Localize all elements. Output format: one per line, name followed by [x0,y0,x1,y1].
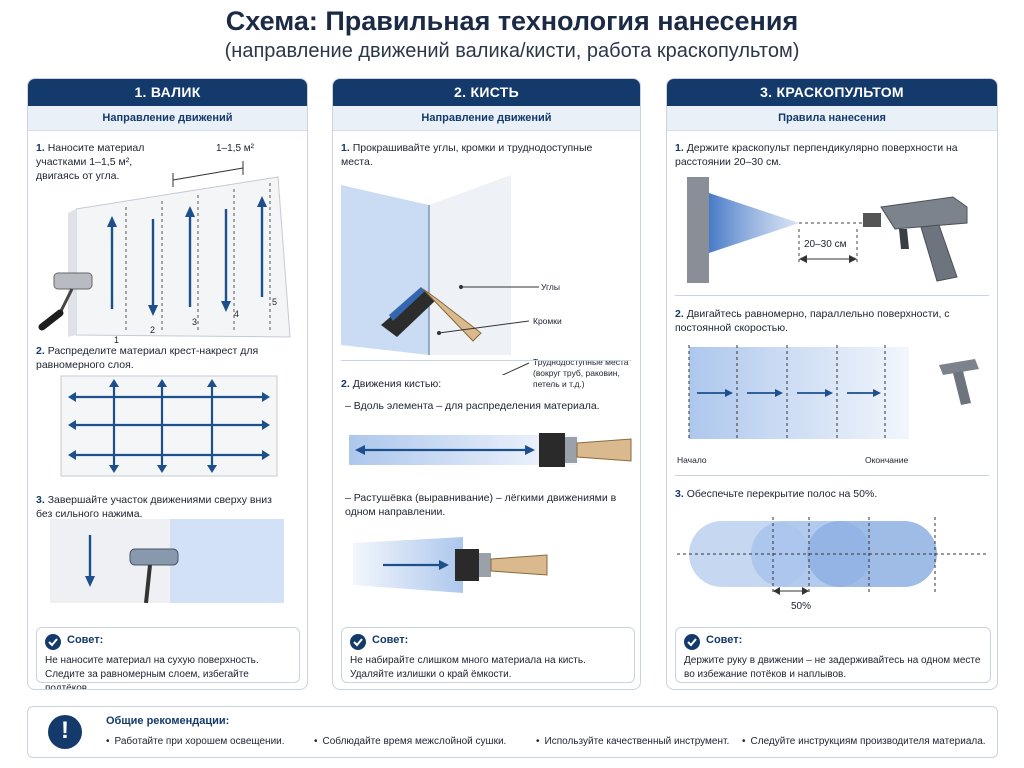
roller-panel: 1. ВАЛИК Направление движений 1. Наносит… [27,78,308,690]
stripe-number-2: 2 [150,325,156,335]
brush-motion-1: – Вдоль элемента – для распределения мат… [345,400,600,412]
callout-hard-to-reach: Труднодоступные места (вокруг труб, рако… [533,357,629,389]
area-label: 1–1,5 м² [216,143,255,154]
crosshatch-illustration [60,375,278,477]
brush-tip: Совет: Не набирайте слишком много матери… [341,627,635,683]
brush-separator [341,360,631,361]
general-recommendations: ! Общие рекомендации: Работайте при хоро… [27,706,998,758]
callout-lines [437,285,539,375]
stripe-number-1: 1 [114,335,120,345]
stripe-number-5: 5 [272,297,278,307]
roller-wall-illustration [38,161,291,338]
roller-subheading: Направление движений [28,106,307,131]
sprayer-step-2: 2. Двигайтесь равномерно, параллельно по… [675,308,950,334]
check-icon [350,634,366,650]
distance-label: 20–30 см [804,239,847,250]
brush-motion-2: – Растушёвка (выравнивание) – лёгкими дв… [345,492,617,518]
brush-step-2: 2. Движения кистью: [341,378,442,390]
sprayer-tip-text: Держите руку в движении – не задерживайт… [684,655,981,680]
roller-step-2: 2. Распределите материал крест-накрест д… [36,345,259,371]
check-icon [684,634,700,650]
sprayer-subheading: Правила нанесения [667,106,997,131]
spray-distance-illustration [687,177,968,283]
sprayer-tip-title: Совет: [706,634,743,646]
callout-corners: Углы [541,282,561,292]
roller-tip-title: Совет: [67,634,104,646]
general-item-4: Следуйте инструкциям производителя матер… [742,736,986,747]
corner-illustration [341,175,511,355]
overlap-illustration [677,517,989,595]
stripe-number-3: 3 [192,317,198,327]
sprayer-tip: Совет: Держите руку в движении – не заде… [675,627,991,683]
brush-feather-illustration [353,537,548,593]
general-item-3: Используйте качественный инструмент. [536,736,730,747]
stripe-number-4: 4 [234,309,240,319]
spray-pass-illustration [688,345,979,441]
brush-along-illustration [349,433,632,467]
brush-subheading: Направление движений [333,106,640,131]
roller-step-3: 3. Завершайте участок движениями сверху … [36,494,272,520]
start-label: Начало [677,455,707,465]
roller-heading: 1. ВАЛИК [28,79,307,106]
sprayer-heading: 3. КРАСКОПУЛЬТОМ [667,79,997,106]
general-item-1: Работайте при хорошем освещении. [106,736,285,747]
sprayer-step-1: 1. Держите краскопульт перпендикулярно п… [675,142,958,168]
roller-finish-illustration [50,519,284,603]
callout-edges: Кромки [533,316,562,326]
roller-tip: Совет: Не наносите материал на сухую пов… [36,627,300,689]
sprayer-step-3: 3. Обеспечьте перекрытие полос на 50%. [675,488,878,500]
brush-tip-text: Не набирайте слишком много материала на … [350,655,586,680]
general-title: Общие рекомендации: [106,715,230,727]
general-item-2: Соблюдайте время межслойной сушки. [314,736,507,747]
page-subtitle: (направление движений валика/кисти, рабо… [224,40,800,62]
end-label: Окончание [865,455,909,465]
roller-tip-text: Не наносите материал на сухую поверхност… [45,655,259,690]
brush-heading: 2. КИСТЬ [333,79,640,106]
sprayer-separator-1 [675,295,989,296]
roller-step-1: 1. Наносите материал участками 1–1,5 м²,… [36,142,145,182]
page-title: Схема: Правильная технология нанесения [225,6,799,36]
sprayer-panel: 3. КРАСКОПУЛЬТОМ Правила нанесения 1. Де… [666,78,998,690]
overlap-label: 50% [791,601,812,612]
brush-step-1: 1. Прокрашивайте углы, кромки и труднодо… [341,142,593,168]
brush-panel: 2. КИСТЬ Направление движений 1. Прокраш… [332,78,641,690]
brush-tip-title: Совет: [372,634,409,646]
check-icon [45,634,61,650]
sprayer-separator-2 [675,475,989,476]
exclamation-icon: ! [48,715,82,749]
